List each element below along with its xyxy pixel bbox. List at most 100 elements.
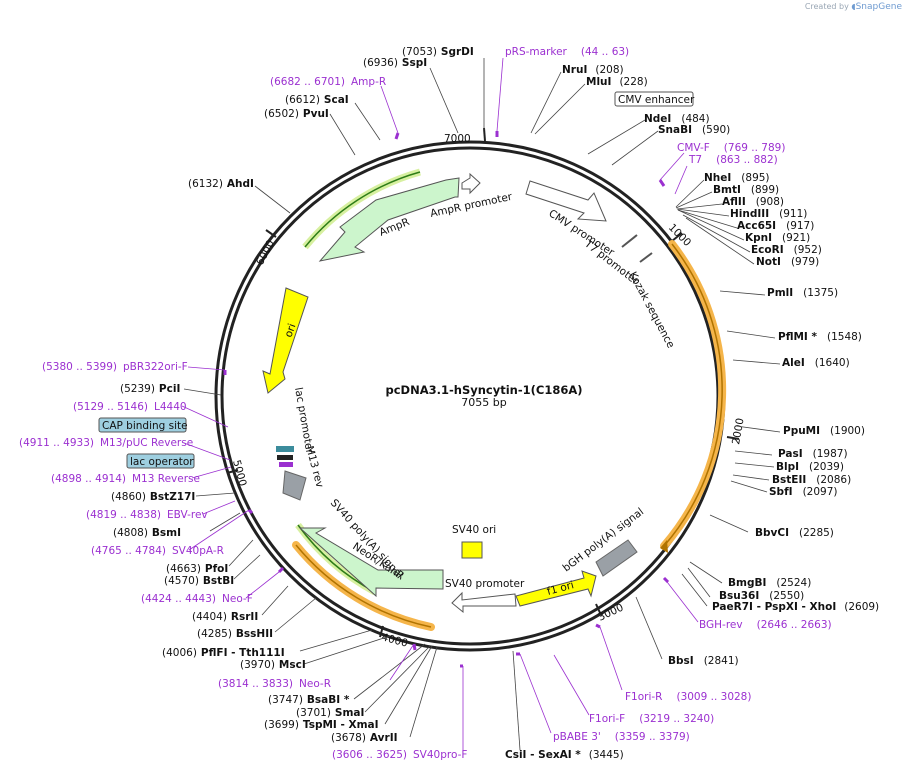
ori-arrow[interactable] bbox=[262, 287, 309, 394]
enzyme-sbfi[interactable]: SbfI bbox=[769, 486, 793, 498]
enzyme-pos: (921) bbox=[782, 232, 810, 244]
enzyme-pos: (911) bbox=[779, 208, 807, 220]
enzyme-bsshii[interactable]: BssHII bbox=[236, 628, 273, 640]
primer-t7[interactable]: T7 bbox=[688, 154, 702, 166]
sv40-ori-box[interactable] bbox=[461, 541, 483, 559]
enzyme-paer7i-pspxi-xhoi[interactable]: PaeR7I - PspXI - XhoI bbox=[712, 601, 836, 613]
neor-kanr-arrow[interactable] bbox=[298, 527, 444, 598]
enzyme-pflfi-tth111i[interactable]: PflFI - Tth111I bbox=[201, 647, 285, 659]
enzyme-pflmi[interactable]: PflMI * bbox=[778, 331, 817, 343]
f1-ori-arrow[interactable] bbox=[515, 570, 597, 607]
primer-pbr322ori-f[interactable]: pBR322ori-F bbox=[123, 361, 188, 373]
primer-neo-f[interactable]: Neo-F bbox=[222, 593, 253, 605]
enzyme-pcii[interactable]: PciI bbox=[159, 383, 180, 395]
enzyme-bstbi[interactable]: BstBI bbox=[203, 575, 234, 587]
enzyme-sgrdi[interactable]: SgrDI bbox=[441, 46, 474, 58]
enzyme-pvui[interactable]: PvuI bbox=[303, 108, 329, 120]
enzyme-tspmi-xmai[interactable]: TspMI - XmaI bbox=[303, 719, 379, 731]
enzyme-bsmi[interactable]: BsmI bbox=[152, 527, 181, 539]
primer-cmv-f[interactable]: CMV-F bbox=[677, 142, 710, 154]
amp-arc bbox=[304, 171, 421, 248]
enzyme-smai[interactable]: SmaI bbox=[335, 707, 365, 719]
primer-sv40pa-r[interactable]: SV40pA-R bbox=[172, 545, 224, 557]
enzyme-pos: (979) bbox=[791, 256, 819, 268]
primer-bgh-rev[interactable]: BGH-rev bbox=[699, 619, 743, 631]
enzyme-bstz17i[interactable]: BstZ17I bbox=[150, 491, 195, 503]
primer-m13-puc-reverse[interactable]: M13/pUC Reverse bbox=[100, 437, 193, 449]
enzyme-avrii[interactable]: AvrII bbox=[370, 732, 398, 744]
primer-ebv-rev[interactable]: EBV-rev bbox=[167, 509, 208, 521]
bgh-polya-box[interactable] bbox=[595, 539, 638, 577]
enzyme-snabi[interactable]: SnaBI bbox=[658, 124, 692, 136]
svg-text:(4006)PflFI - Tth111I: (4006)PflFI - Tth111I bbox=[162, 647, 285, 659]
tick-marks bbox=[226, 127, 740, 638]
primer-prs-marker[interactable]: pRS-marker bbox=[505, 46, 568, 58]
primer-amp-r[interactable]: Amp-R bbox=[351, 76, 386, 88]
enzyme-pos: (3701) bbox=[296, 707, 331, 719]
enzyme-csii-sexai[interactable]: CsiI - SexAI * bbox=[505, 749, 581, 761]
enzyme-pos: (2841) bbox=[704, 655, 739, 667]
enzyme-rsrii[interactable]: RsrII bbox=[231, 611, 258, 623]
enzyme-nrui[interactable]: NruI bbox=[562, 64, 587, 76]
enzyme-kpni[interactable]: KpnI bbox=[745, 232, 772, 244]
enzyme-bsu36i[interactable]: Bsu36I bbox=[719, 590, 759, 602]
sv40-promoter-arrow[interactable] bbox=[451, 591, 517, 614]
plasmid-size: 7055 bp bbox=[461, 396, 506, 409]
primer-m13-reverse[interactable]: M13 Reverse bbox=[132, 473, 200, 485]
primer-f1ori-f[interactable]: F1ori-F bbox=[589, 713, 625, 725]
orf-arc bbox=[295, 544, 432, 628]
svg-text:(4765 .. 4784)SV40pA-R: (4765 .. 4784)SV40pA-R bbox=[91, 545, 224, 557]
enzyme-pos: (4570) bbox=[164, 575, 199, 587]
enzyme-bmgbi[interactable]: BmgBI bbox=[728, 577, 766, 589]
enzyme-bbvci[interactable]: BbvCI bbox=[755, 527, 789, 539]
primer-neo-r[interactable]: Neo-R bbox=[299, 678, 331, 690]
svg-text:(5129 .. 5146)L4440: (5129 .. 5146)L4440 bbox=[73, 401, 187, 413]
cmv-promoter-arrow[interactable] bbox=[525, 180, 607, 222]
enzyme-bbsi[interactable]: BbsI bbox=[668, 655, 694, 667]
enzyme-bmti[interactable]: BmtI bbox=[713, 184, 741, 196]
enzyme-msci[interactable]: MscI bbox=[279, 659, 306, 671]
enzyme-pos: (6502) bbox=[264, 108, 299, 120]
enzyme-nhei[interactable]: NheI bbox=[704, 172, 731, 184]
primer-pbabe-3[interactable]: pBABE 3' bbox=[553, 731, 601, 743]
primer-range: (4819 .. 4838) bbox=[86, 509, 161, 521]
primer-sv40pro-f[interactable]: SV40pro-F bbox=[413, 749, 467, 761]
enzyme-ppumi[interactable]: PpuMI bbox=[783, 425, 820, 437]
primer-range: (3009 .. 3028) bbox=[676, 691, 751, 703]
enzyme-pos: (1900) bbox=[830, 425, 865, 437]
enzyme-pos: (3699) bbox=[264, 719, 299, 731]
tick-label-7000: 7000 bbox=[444, 133, 471, 145]
enzyme-pmli[interactable]: PmlI bbox=[767, 287, 793, 299]
enzyme-ahdi[interactable]: AhdI bbox=[227, 178, 254, 190]
enzyme-sspi[interactable]: SspI bbox=[402, 57, 427, 69]
feature-cap-binding-site: CAP binding site bbox=[102, 420, 188, 432]
enzyme-mlui[interactable]: MluI bbox=[586, 76, 611, 88]
enzyme-hindiii[interactable]: HindIII bbox=[730, 208, 769, 220]
enzyme-pfoi[interactable]: PfoI bbox=[205, 563, 228, 575]
svg-text:(5239)PciI: (5239)PciI bbox=[120, 383, 180, 395]
lac-operator-box bbox=[126, 453, 195, 469]
ampr-promoter-arrow[interactable] bbox=[461, 172, 481, 195]
sv40-polya-box[interactable] bbox=[282, 470, 307, 501]
enzyme-acc65i[interactable]: Acc65I bbox=[737, 220, 776, 232]
primer-range: (769 .. 789) bbox=[724, 142, 786, 154]
enzyme-pos: (3970) bbox=[240, 659, 275, 671]
primer-f1ori-r[interactable]: F1ori-R bbox=[625, 691, 662, 703]
enzyme-scai[interactable]: ScaI bbox=[324, 94, 349, 106]
enzyme-bsabi[interactable]: BsaBI * bbox=[307, 694, 350, 706]
enzyme-ndei[interactable]: NdeI bbox=[644, 113, 671, 125]
ampr-arrow[interactable] bbox=[318, 177, 460, 262]
enzyme-blpi[interactable]: BlpI bbox=[776, 461, 799, 473]
enzyme-pasi[interactable]: PasI bbox=[778, 448, 803, 460]
enzyme-bsteii[interactable]: BstEII bbox=[772, 474, 806, 486]
enzyme-pos: (2097) bbox=[803, 486, 838, 498]
svg-text:MluI(228): MluI(228) bbox=[586, 76, 648, 88]
enzyme-aflii[interactable]: AflII bbox=[722, 196, 746, 208]
primer-l4440[interactable]: L4440 bbox=[154, 401, 187, 413]
enzyme-alei[interactable]: AleI bbox=[782, 357, 805, 369]
svg-text:BmtI(899): BmtI(899) bbox=[713, 184, 779, 196]
svg-text:PpuMI(1900): PpuMI (1900) bbox=[783, 425, 865, 437]
enzyme-noti[interactable]: NotI bbox=[756, 256, 781, 268]
enzyme-ecori[interactable]: EcoRI bbox=[751, 244, 784, 256]
